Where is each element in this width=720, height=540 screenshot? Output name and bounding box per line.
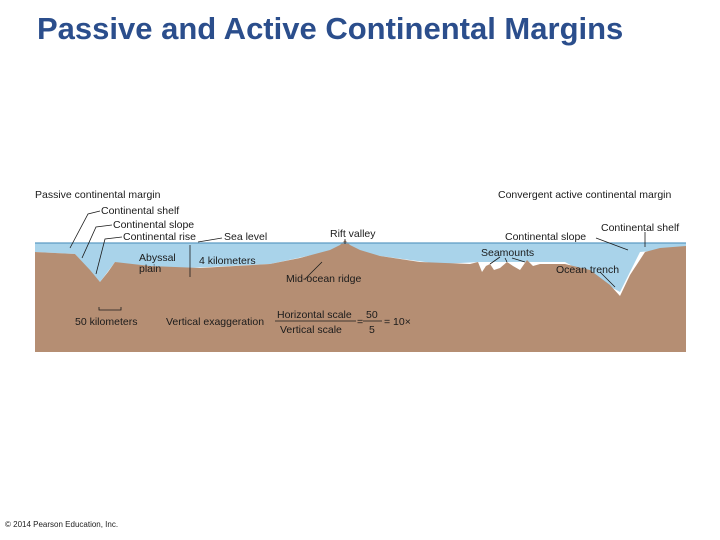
- label-denominator: 5: [369, 324, 375, 336]
- label-vertical-scale: Vertical scale: [280, 324, 342, 336]
- leader-sea-level: [198, 238, 222, 242]
- label-continental-rise: Continental rise: [123, 231, 196, 243]
- label-plain: plain: [139, 263, 161, 275]
- label-convergent-margin: Convergent active continental margin: [498, 189, 672, 201]
- label-sea-level: Sea level: [224, 231, 267, 243]
- label-numerator: 50: [366, 309, 378, 321]
- label-horizontal-scale: Horizontal scale: [277, 309, 352, 321]
- label-4-kilometers: 4 kilometers: [199, 255, 256, 267]
- label-continental-shelf-left: Continental shelf: [101, 205, 179, 217]
- label-50-kilometers: 50 kilometers: [75, 316, 137, 328]
- label-rift-valley: Rift valley: [330, 228, 376, 240]
- label-mid-ocean-ridge: Mid-ocean ridge: [286, 273, 361, 285]
- label-continental-slope-right: Continental slope: [505, 231, 586, 243]
- label-ocean-trench: Ocean trench: [556, 264, 619, 276]
- label-seamounts: Seamounts: [481, 247, 534, 259]
- label-continental-shelf-right: Continental shelf: [601, 222, 679, 234]
- label-vertical-exaggeration: Vertical exaggeration: [166, 316, 264, 328]
- copyright-notice: © 2014 Pearson Education, Inc.: [5, 520, 118, 529]
- label-continental-slope-left: Continental slope: [113, 219, 194, 231]
- label-result: = 10×: [384, 316, 411, 328]
- label-passive-margin: Passive continental margin: [35, 189, 161, 201]
- label-equals: =: [357, 316, 363, 328]
